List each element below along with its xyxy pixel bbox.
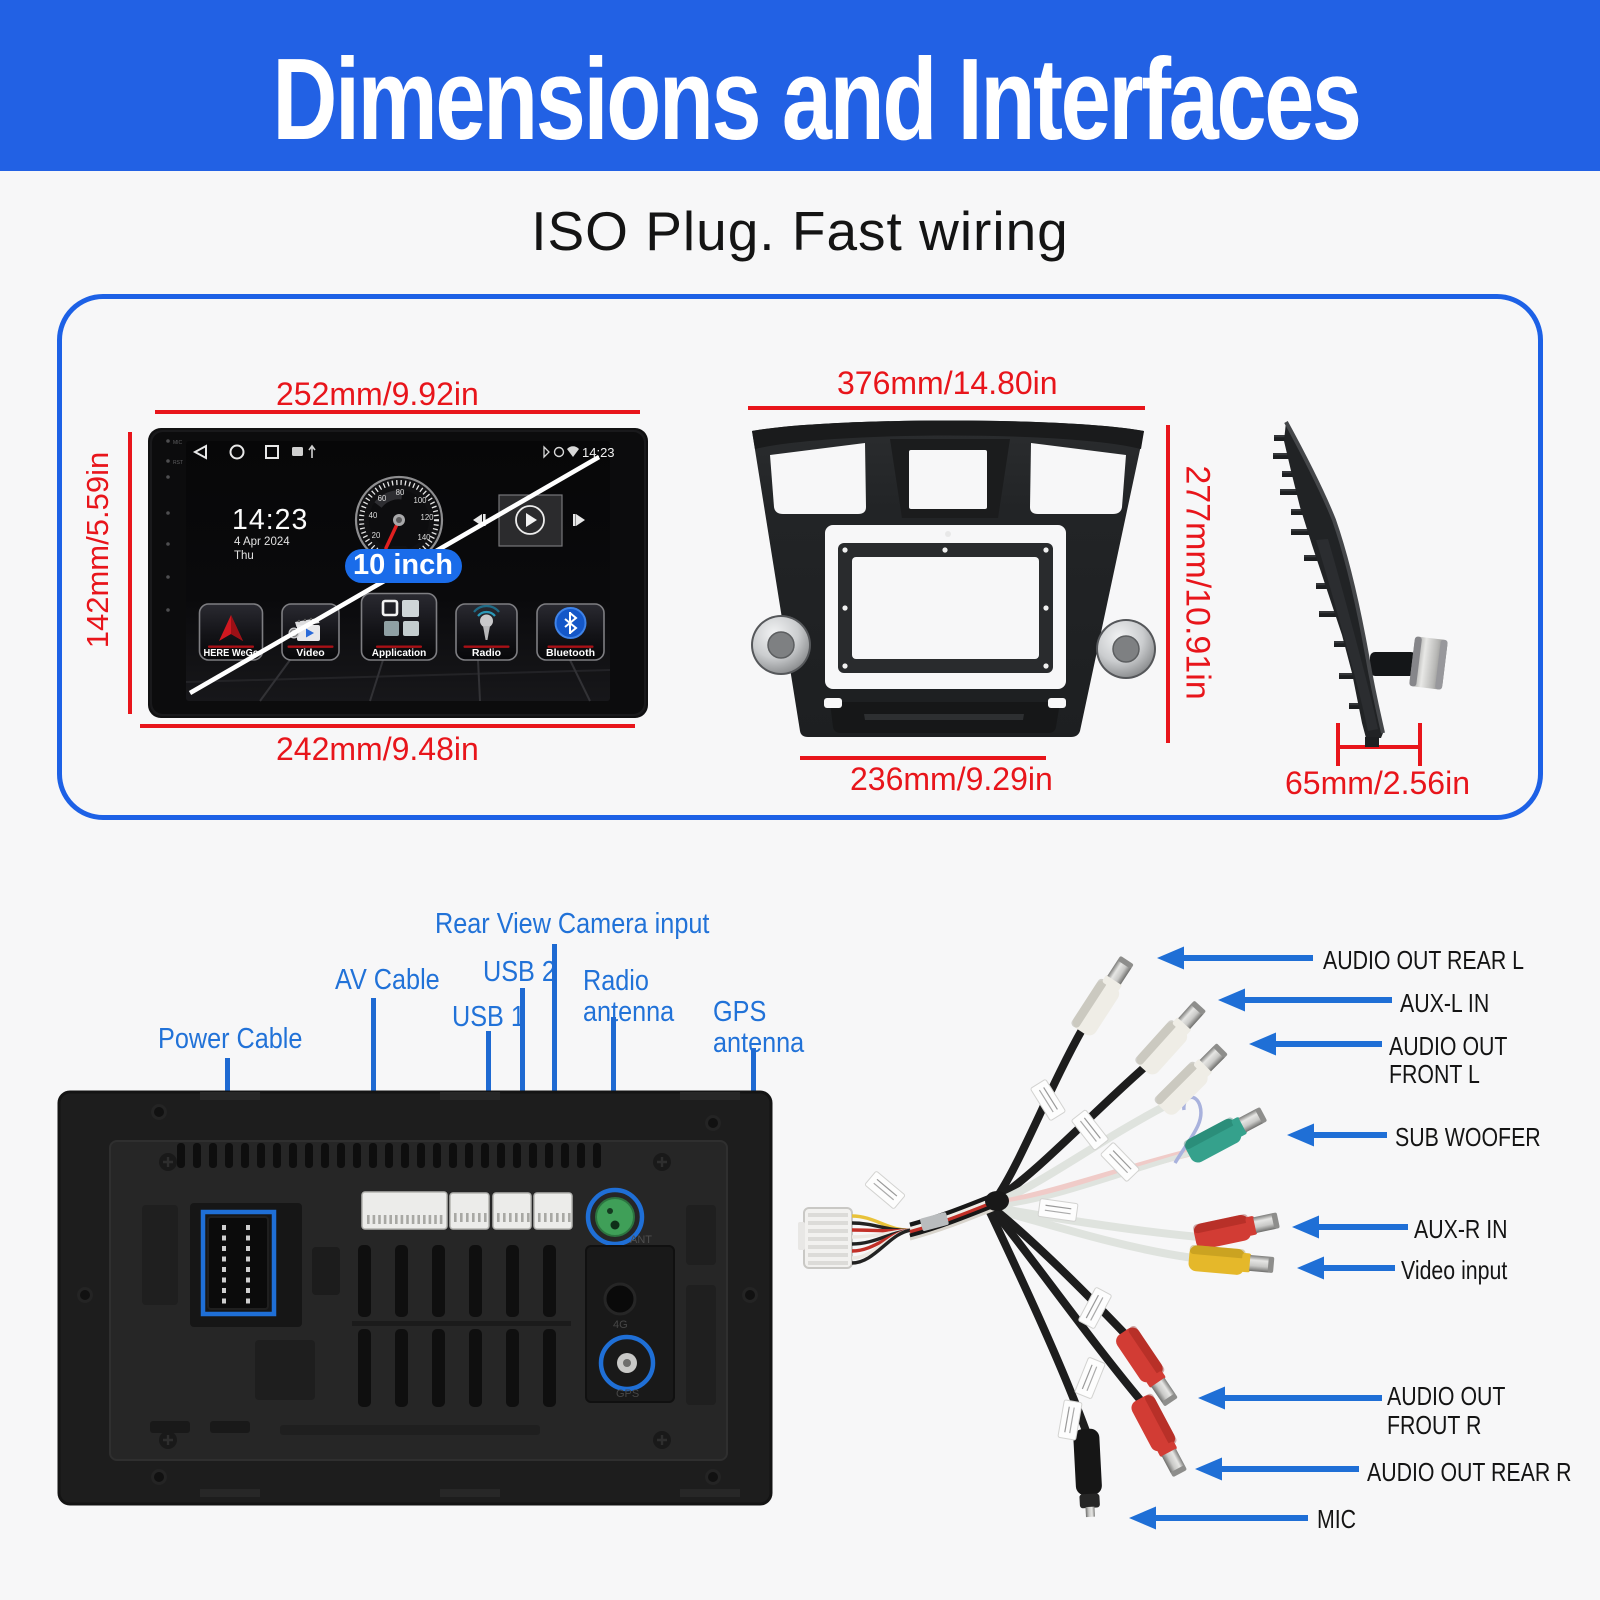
svg-text:140: 140	[417, 533, 431, 542]
svg-text:MIC: MIC	[173, 440, 183, 446]
svg-text:120: 120	[420, 513, 434, 522]
svg-text:80: 80	[396, 488, 405, 497]
svg-text:HERE WeGo: HERE WeGo	[204, 647, 259, 659]
svg-text:4G: 4G	[613, 1319, 628, 1331]
svg-text:Thu: Thu	[234, 550, 254, 562]
svg-text:GPS: GPS	[616, 1388, 639, 1400]
svg-text:40: 40	[369, 511, 378, 520]
svg-text:14:23: 14:23	[582, 445, 615, 460]
svg-text:60: 60	[378, 494, 387, 503]
svg-text:Bluetooth: Bluetooth	[546, 647, 595, 659]
svg-text:20: 20	[372, 531, 381, 540]
svg-text:100: 100	[413, 496, 427, 505]
svg-text:ANT: ANT	[630, 1234, 652, 1246]
svg-text:RST: RST	[173, 460, 183, 466]
svg-text:Radio: Radio	[472, 647, 501, 659]
svg-text:10 inch: 10 inch	[353, 549, 453, 581]
svg-text:4 Apr 2024: 4 Apr 2024	[234, 536, 290, 548]
svg-text:Video: Video	[296, 647, 324, 659]
svg-text:14:23: 14:23	[232, 504, 308, 536]
svg-text:Application: Application	[372, 648, 426, 659]
